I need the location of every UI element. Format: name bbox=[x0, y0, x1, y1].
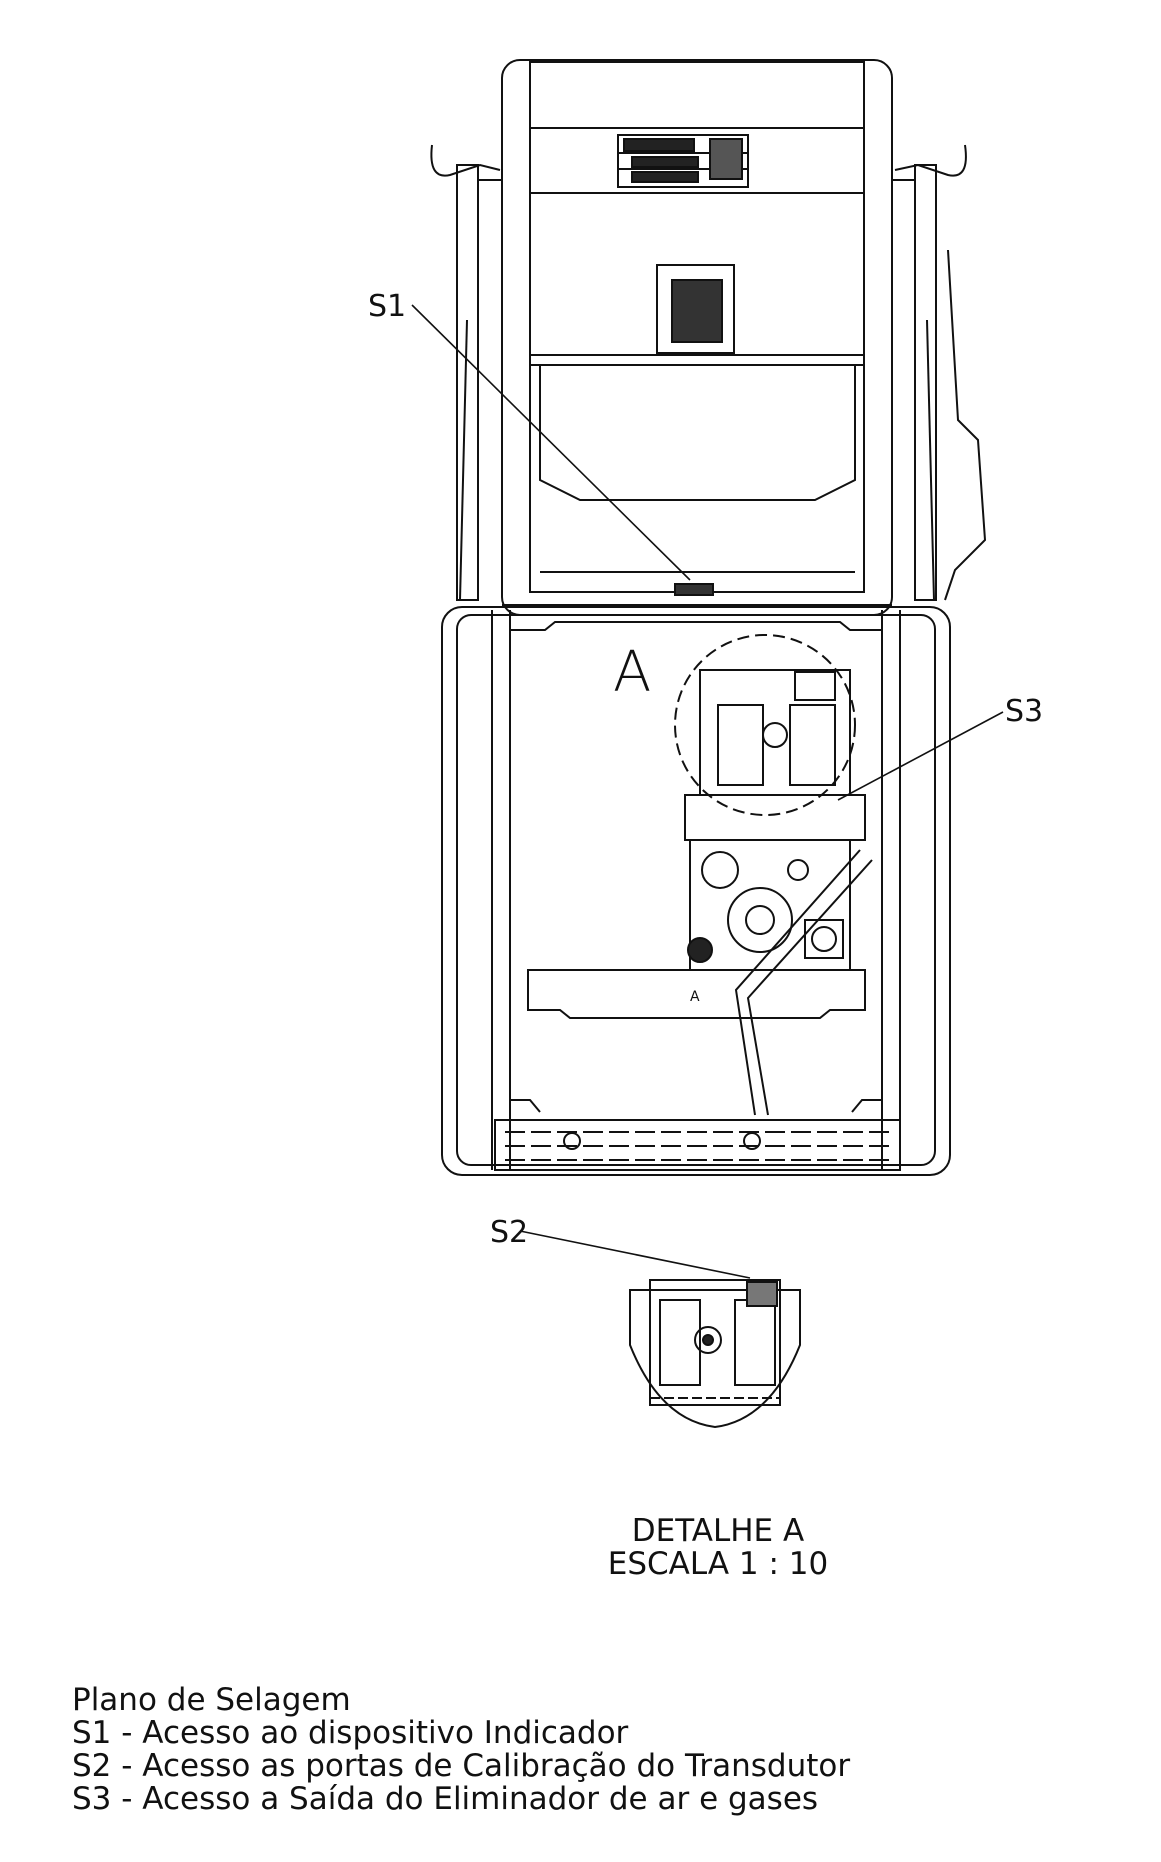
price-display bbox=[617, 134, 749, 188]
dispenser-lower-frame bbox=[441, 606, 951, 1176]
seal-label-s1: S1 bbox=[368, 289, 407, 324]
legend-item-s2: S2 - Acesso as portas de Calibração do T… bbox=[72, 1748, 851, 1784]
legend-title: Plano de Selagem bbox=[72, 1682, 351, 1718]
legend-item-s3: S3 - Acesso a Saída do Eliminador de ar … bbox=[72, 1781, 819, 1817]
meter-assembly bbox=[674, 634, 873, 1116]
detail-a-view bbox=[629, 1279, 801, 1429]
dispenser-upper-frame bbox=[430, 59, 987, 616]
s1-leader bbox=[411, 304, 691, 581]
detail-scale: ESCALA 1 : 10 bbox=[607, 1546, 829, 1582]
view-a-label: A bbox=[613, 640, 652, 705]
keypad bbox=[656, 264, 735, 354]
small-a-label: A bbox=[690, 989, 700, 1005]
s2-leader bbox=[519, 1230, 751, 1279]
s3-leader bbox=[837, 711, 1004, 801]
seal-label-s2: S2 bbox=[490, 1215, 529, 1250]
seal-label-s3: S3 bbox=[1005, 694, 1044, 729]
seal-plan-legend: Plano de Selagem S1 - Acesso ao disposit… bbox=[72, 1684, 850, 1816]
legend-item-s1: S1 - Acesso ao dispositivo Indicador bbox=[72, 1715, 629, 1751]
detail-title: DETALHE A bbox=[631, 1513, 805, 1549]
indicator-plate bbox=[674, 583, 714, 596]
